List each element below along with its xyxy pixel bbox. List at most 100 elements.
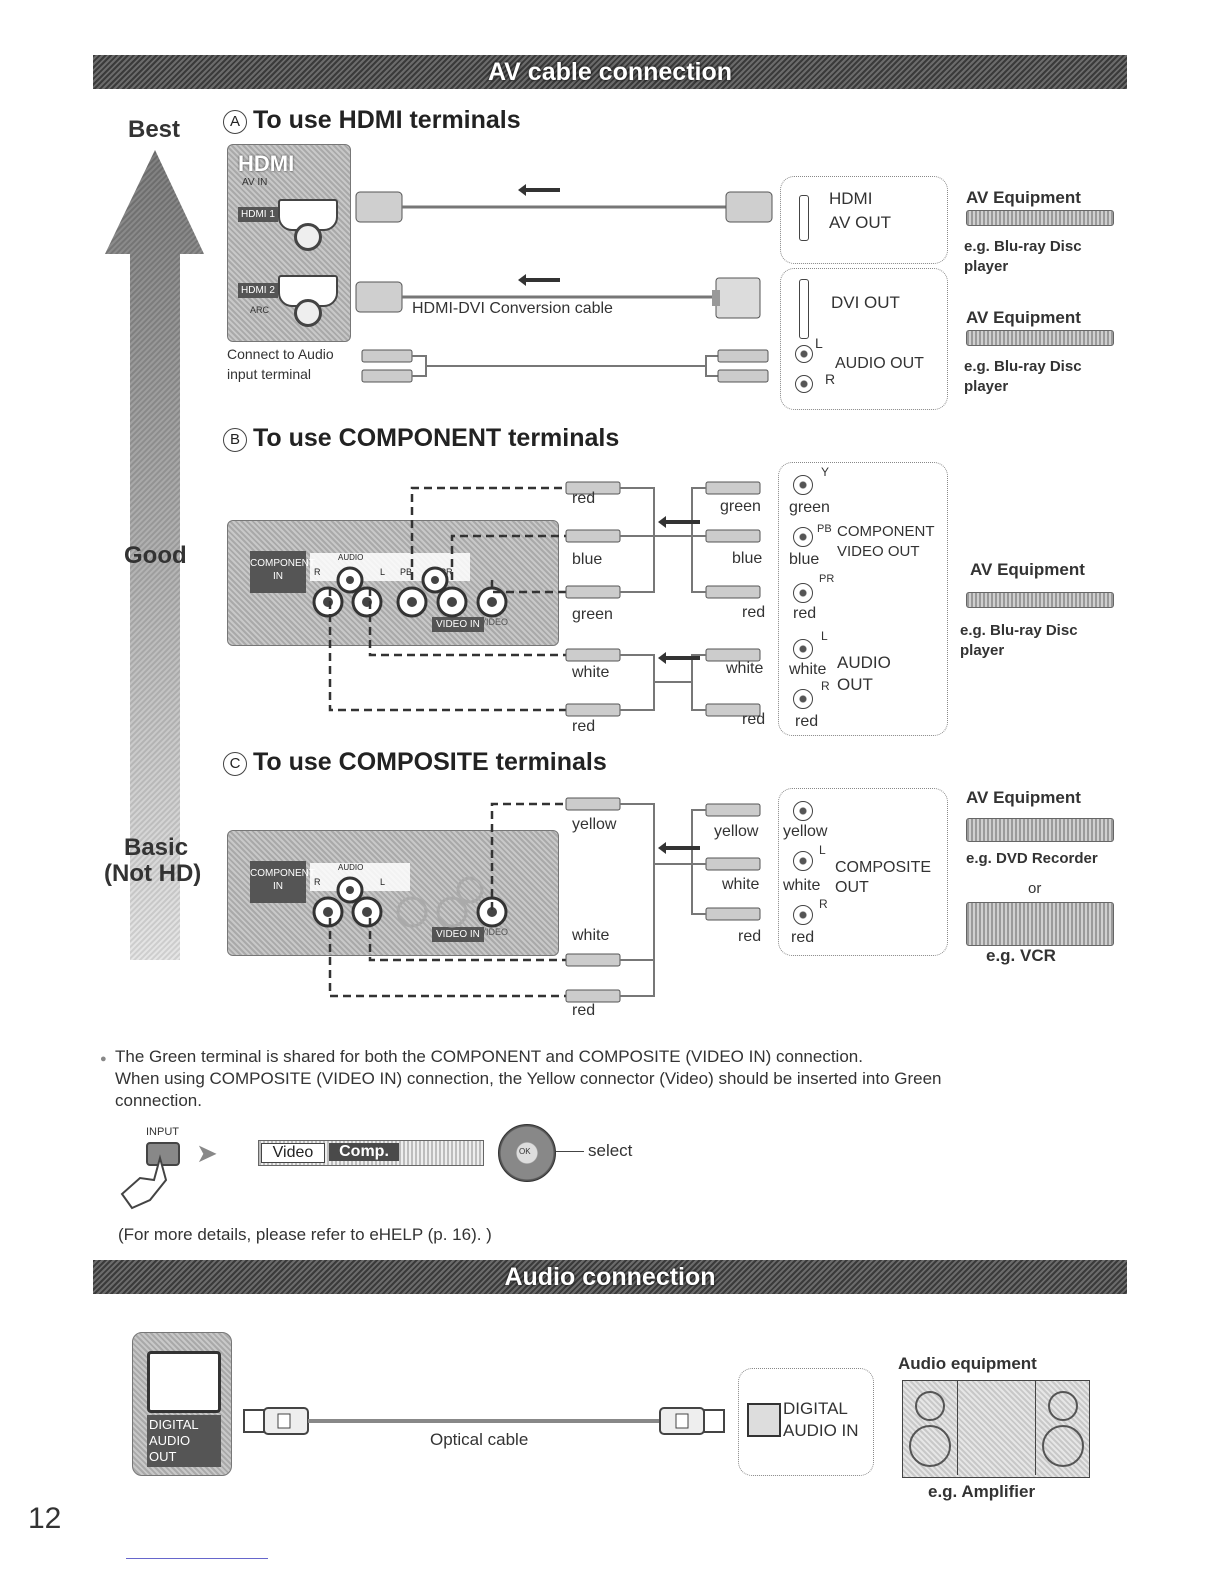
- audio-l-jack-icon: [795, 345, 813, 363]
- pointing-hand-icon: [120, 1154, 168, 1210]
- hdmi-cables-diagram: [355, 184, 773, 383]
- component-r-out-label: R: [821, 679, 830, 693]
- note-line-2: When using COMPOSITE (VIDEO IN) connecti…: [115, 1069, 942, 1088]
- component-left-red-1: red: [572, 490, 596, 507]
- digital-audio-out-label: DIGITAL AUDIO OUT: [147, 1415, 221, 1467]
- component-equip-eg-1: e.g. Blu-ray Disc: [960, 622, 1078, 639]
- tv-component-panel: COMPONENT IN AUDIO R L PB PR VIDEO IN VI…: [227, 520, 559, 646]
- optical-port[interactable]: [147, 1351, 221, 1413]
- hdmi-equip1-eg-2: player: [964, 258, 1009, 275]
- hdmi-equip2-eg-1: e.g. Blu-ray Disc: [964, 358, 1082, 375]
- vcr-icon: [966, 902, 1114, 946]
- audio-r-jack-icon: [795, 375, 813, 393]
- composite-right-red: red: [738, 928, 762, 945]
- quality-arrow: [105, 150, 204, 960]
- composite-r-label-out: R: [819, 897, 828, 911]
- hdmi-av-out-box: HDMI AV OUT: [780, 176, 948, 264]
- audio-out-label-1: AUDIO: [837, 653, 891, 672]
- composite-cables-diagram: [328, 797, 761, 1003]
- hdmi-equip2-eg-2: player: [964, 378, 1009, 395]
- jack-l-icon: [793, 639, 813, 659]
- composite-l-jack-icon: [793, 851, 813, 871]
- bullet-icon: ●: [100, 1053, 107, 1065]
- av-cable-connection-banner: AV cable connection: [93, 55, 1127, 89]
- composite-equip-eg-1: e.g. DVD Recorder: [966, 850, 1098, 867]
- composite-jack-red: red: [791, 929, 815, 946]
- tv-hdmi-panel: HDMI AV IN HDMI 1 HDMI 2 ARC: [227, 144, 351, 342]
- component-pr-label: PR: [440, 567, 453, 577]
- level-best: Best: [128, 116, 181, 143]
- composite-video-label: VIDEO: [480, 927, 509, 937]
- dvd-recorder-icon: [966, 818, 1114, 842]
- composite-component-in-label: COMPONENT IN: [250, 861, 315, 903]
- tv-composite-panel: COMPONENT IN AUDIO R L VIDEO IN VIDEO: [227, 830, 559, 956]
- composite-jack-yellow: yellow: [783, 823, 828, 840]
- composite-l-label: L: [380, 877, 386, 887]
- hdmi1-lock-ring-icon: [294, 223, 322, 251]
- audio-l-label: L: [815, 335, 823, 351]
- input-menu-bar: Video Comp.: [258, 1140, 484, 1166]
- hdmi-equip2-title: AV Equipment: [966, 308, 1081, 327]
- hdmi-equip1-title: AV Equipment: [966, 188, 1081, 207]
- composite-video-in-label: VIDEO IN: [432, 927, 484, 942]
- jack-y-icon: [793, 475, 813, 495]
- component-audio-label: AUDIO: [338, 553, 364, 562]
- composite-left-white: white: [572, 927, 610, 944]
- pr-label: PR: [819, 573, 835, 585]
- composite-jacks: [312, 876, 508, 928]
- jack-white-label: white: [789, 661, 827, 678]
- component-video-in-label: VIDEO IN: [432, 617, 484, 632]
- level-not-hd: (Not HD): [104, 860, 202, 887]
- section-marker-b: B: [223, 428, 247, 452]
- select-label: select: [588, 1141, 633, 1160]
- component-right-blue: blue: [732, 550, 763, 567]
- menu-video[interactable]: Video: [261, 1143, 325, 1163]
- av-out-label: AV OUT: [829, 213, 892, 232]
- digital-audio-in-box: DIGITAL AUDIO IN: [738, 1368, 874, 1476]
- jack-blue-label: blue: [789, 551, 820, 568]
- composite-r-label: R: [314, 877, 321, 887]
- digital-audio-out-line-2: AUDIO OUT: [149, 1433, 191, 1464]
- directional-pad-icon[interactable]: OK: [498, 1124, 556, 1182]
- menu-comp[interactable]: Comp.: [329, 1143, 399, 1161]
- jack-red-label-2: red: [795, 713, 819, 730]
- jack-r-icon: [793, 689, 813, 709]
- bluray-player-icon: [966, 210, 1114, 226]
- note-bullet: ●: [100, 1046, 107, 1070]
- jack-pr-icon: [793, 583, 813, 603]
- component-right-red-2: red: [742, 711, 766, 728]
- composite-component-in-line-2: IN: [273, 881, 283, 892]
- input-button[interactable]: [146, 1142, 180, 1166]
- digital-audio-in-line-1: DIGITAL: [783, 1399, 848, 1418]
- component-title-text: To use COMPONENT terminals: [253, 424, 620, 452]
- jack-red-label-1: red: [793, 605, 817, 622]
- pb-label: PB: [817, 523, 832, 535]
- hdmi-out-port-icon: [799, 195, 809, 241]
- av-in-label: AV IN: [242, 177, 268, 188]
- hdmi2-lock-ring-icon: [294, 299, 322, 327]
- audio-connection-banner: Audio connection: [93, 1260, 1127, 1294]
- audio-banner-title: Audio connection: [504, 1263, 716, 1291]
- bluray-player-icon-3: [966, 592, 1114, 608]
- digital-audio-in-line-2: AUDIO IN: [783, 1421, 859, 1440]
- component-left-blue: blue: [572, 551, 603, 568]
- audio-out-label: AUDIO OUT: [835, 355, 924, 372]
- composite-right-white: white: [722, 876, 760, 893]
- level-good: Good: [124, 542, 187, 569]
- note-line-3: connection.: [115, 1091, 202, 1110]
- arc-label: ARC: [250, 305, 270, 315]
- component-left-green: green: [572, 606, 613, 623]
- footer-rule: [126, 1558, 268, 1559]
- ok-label: OK: [519, 1147, 531, 1156]
- audio-equip-title: Audio equipment: [898, 1354, 1037, 1373]
- composite-video-jack-icon: [793, 801, 813, 821]
- component-equip-title: AV Equipment: [970, 560, 1085, 579]
- component-left-red-2: red: [572, 718, 596, 735]
- audio-equip-eg: e.g. Amplifier: [928, 1482, 1036, 1501]
- connect-audio-label-1: Connect to Audio: [227, 346, 334, 362]
- level-basic: Basic: [124, 834, 189, 861]
- composite-jack-white: white: [783, 877, 821, 894]
- component-video-label: VIDEO: [480, 617, 509, 627]
- select-leader-line: [556, 1151, 584, 1152]
